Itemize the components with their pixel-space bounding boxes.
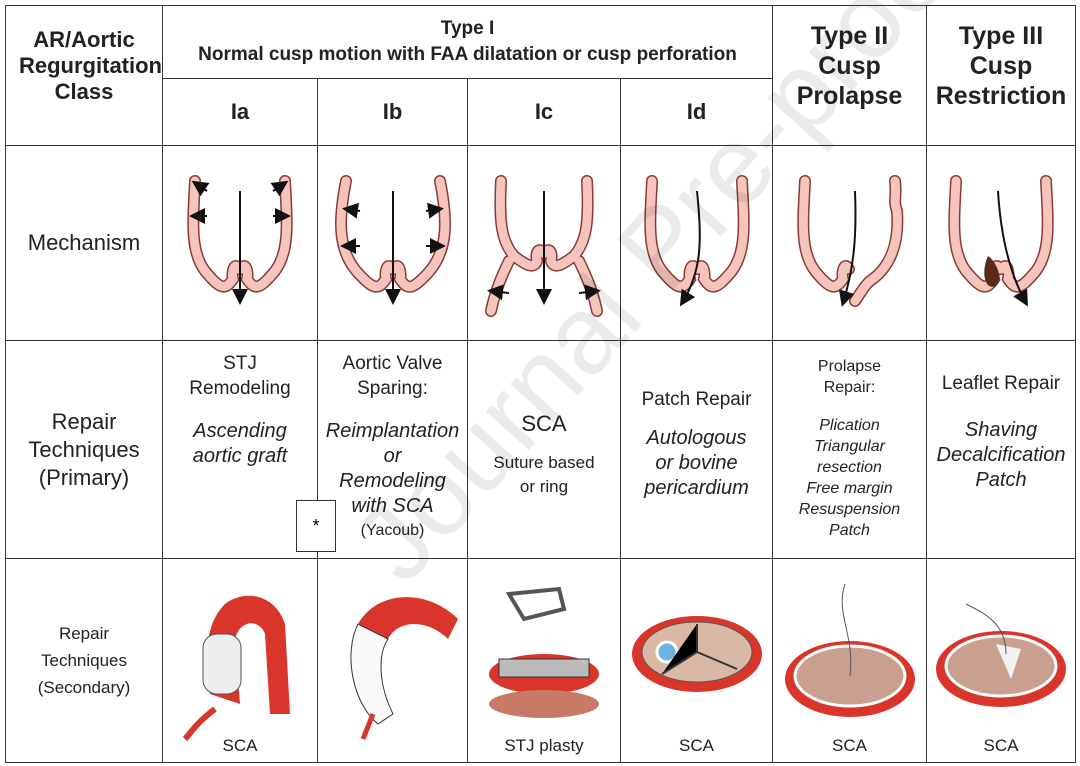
subtype-ic-header: Ic (467, 78, 621, 146)
subtype-label: Ib (382, 99, 403, 124)
aortic-root-mechanism-illustration (485, 174, 603, 317)
row-label: Mechanism (27, 230, 141, 255)
primary-row-label: Repair Techniques (Primary) (5, 340, 163, 559)
secondary-caption: STJ plasty (504, 736, 584, 755)
technique-detail: resection (817, 459, 882, 476)
subtype-id-header: Id (620, 78, 773, 146)
type2-line: Cusp (818, 51, 881, 80)
type1-subtitle: Normal cusp motion with FAA dilatation o… (198, 44, 737, 65)
subtype-label: Ic (534, 99, 554, 124)
primary-ic: SCA Suture based or ring (467, 340, 621, 559)
secondary-id: SCA (620, 558, 773, 763)
technique-detail: or bovine (655, 452, 738, 474)
aortic-root-mechanism-illustration (796, 174, 903, 307)
technique-detail: Decalcification (936, 444, 1066, 466)
row-label: (Secondary) (37, 678, 131, 697)
primary-ia: STJ Remodeling Ascending aortic graft (162, 340, 318, 559)
surgical-repair-illustration (936, 603, 1066, 707)
technique-detail: aortic graft (192, 445, 288, 467)
technique-title: Remodeling (189, 378, 291, 399)
mechanism-ic (467, 145, 621, 341)
mechanism-ia (162, 145, 318, 341)
mechanism-type3 (926, 145, 1076, 341)
technique-title: STJ (223, 353, 257, 374)
row-label: (Primary) (38, 464, 130, 490)
secondary-ia: SCA (162, 558, 318, 763)
primary-ib: Aortic Valve Sparing: Reimplantation or … (317, 340, 468, 559)
technique-detail: Resuspension (798, 501, 901, 518)
subtype-ib-header: Ib (317, 78, 468, 146)
surgical-repair-illustration (182, 595, 290, 741)
aortic-root-mechanism-illustration (643, 174, 750, 306)
mechanism-row-label: Mechanism (5, 145, 163, 341)
secondary-ib (317, 558, 468, 763)
type3-line: Restriction (935, 81, 1067, 110)
technique-detail: with SCA (351, 495, 434, 517)
primary-type3: Leaflet Repair Shaving Decalcification P… (926, 340, 1076, 559)
secondary-type2: SCA (772, 558, 927, 763)
technique-detail: or (383, 445, 402, 467)
type3-line: Type III (958, 21, 1044, 50)
type2-line: Prolapse (796, 81, 903, 110)
technique-title: Aortic Valve (342, 353, 443, 374)
technique-title: Leaflet Repair (941, 373, 1061, 394)
technique-detail: Ascending (193, 420, 287, 442)
technique-detail: pericardium (644, 477, 749, 499)
secondary-caption: SCA (983, 736, 1019, 755)
type2-header: Type II Cusp Prolapse (772, 5, 927, 146)
secondary-caption: SCA (222, 736, 258, 755)
technique-title: Patch Repair (641, 389, 752, 410)
footnote-box: * (296, 500, 336, 552)
technique-detail: Patch (829, 522, 870, 539)
technique-detail: Plication (819, 417, 880, 434)
technique-detail: Shaving (964, 419, 1038, 441)
mechanism-type2 (772, 145, 927, 341)
row-label: Repair (58, 624, 110, 643)
type3-header: Type III Cusp Restriction (926, 5, 1076, 146)
secondary-row-label: Repair Techniques (Secondary) (5, 558, 163, 763)
secondary-caption: SCA (832, 736, 867, 755)
secondary-caption: SCA (679, 736, 714, 755)
row-label: Repair (51, 408, 117, 434)
secondary-ic: STJ plasty (467, 558, 621, 763)
subtype-label: Ia (230, 99, 250, 124)
technique-title: Repair: (823, 379, 876, 396)
type1-header: Type I Normal cusp motion with FAA dilat… (162, 5, 773, 79)
surgical-repair-illustration (489, 586, 599, 718)
mechanism-ib (317, 145, 468, 341)
technique-detail: Suture based (493, 452, 595, 472)
mechanism-id (620, 145, 773, 341)
row-label: Techniques (28, 436, 140, 462)
technique-detail: Autologous (646, 427, 747, 449)
row-label: Techniques (40, 651, 127, 670)
primary-id: Patch Repair Autologous or bovine perica… (620, 340, 773, 559)
subtype-label: Id (686, 99, 707, 124)
technique-detail: Patch (975, 469, 1027, 491)
surgical-repair-illustration (784, 583, 915, 717)
technique-detail: Remodeling (339, 470, 446, 492)
technique-title: Prolapse (817, 358, 882, 375)
class-header: AR/Aortic Regurgitation Class (5, 5, 163, 146)
subtype-ia-header: Ia (162, 78, 318, 146)
technique-detail: Reimplantation (325, 420, 460, 442)
surgical-repair-illustration (631, 615, 762, 692)
type2-line: Type II (810, 21, 889, 50)
aortic-root-mechanism-illustration (187, 174, 293, 305)
technique-detail: or ring (519, 476, 569, 496)
technique-detail: Free margin (806, 480, 893, 497)
surgical-repair-illustration (350, 596, 458, 740)
technique-title: SCA (521, 410, 567, 436)
technique-title: Sparing: (357, 378, 428, 399)
class-header-label: AR/Aortic Regurgitation Class (19, 26, 162, 104)
primary-type2: Prolapse Repair: Plication Triangular re… (772, 340, 927, 559)
footnote-mark: * (312, 515, 320, 536)
aortic-root-mechanism-illustration (334, 174, 451, 305)
secondary-type3: SCA (926, 558, 1076, 763)
technique-detail: Triangular (814, 438, 885, 455)
technique-note: (Yacoub) (360, 522, 425, 539)
type1-title: Type I (440, 18, 495, 39)
aortic-root-mechanism-illustration (948, 174, 1054, 306)
type3-line: Cusp (969, 51, 1033, 80)
